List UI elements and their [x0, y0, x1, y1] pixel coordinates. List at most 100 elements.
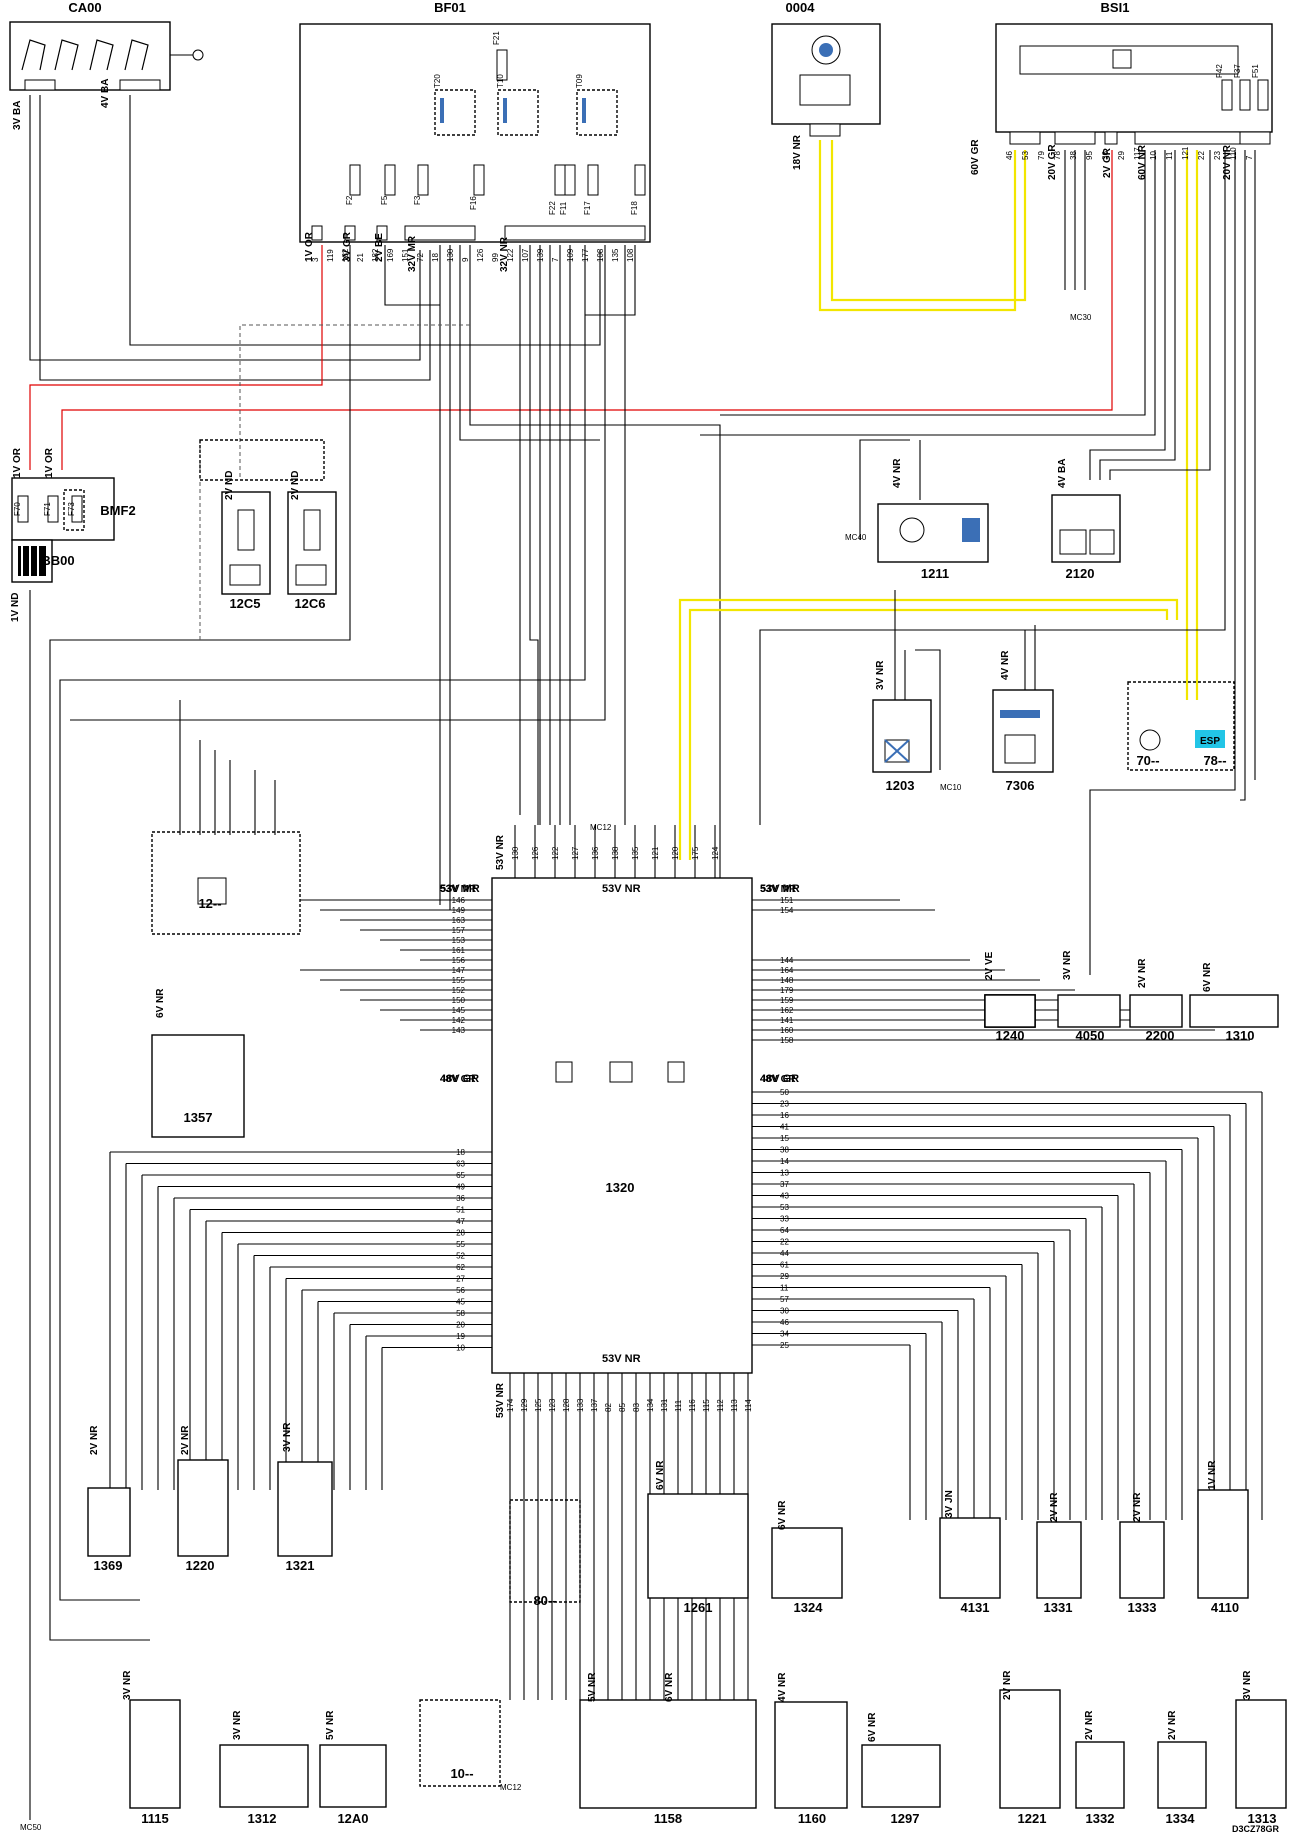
component-box-1313[interactable]: [1235, 1699, 1287, 1809]
ecu-pin: 151: [780, 896, 794, 905]
component-bb00[interactable]: [11, 539, 53, 583]
component-12c5[interactable]: [221, 491, 271, 595]
fuse-label: F37: [1233, 64, 1242, 78]
bsi-pin: 95: [1085, 151, 1094, 160]
wire-label: 53V NR: [495, 834, 506, 870]
ecu-pin: 62: [456, 1263, 465, 1272]
component-label: 4131: [961, 1600, 990, 1615]
component-box-1312[interactable]: [219, 1744, 309, 1808]
component-label: 1310: [1226, 1028, 1255, 1043]
ecu-pin: 130: [511, 846, 520, 860]
component-box-4050[interactable]: [1057, 994, 1121, 1028]
component-box-1332[interactable]: [1075, 1741, 1125, 1809]
component-label: 0004: [786, 0, 816, 15]
ecu-pin: 23: [780, 1100, 789, 1109]
wire-label: 2V NR: [1132, 1492, 1143, 1522]
ecu-right-top-label: 53V MR: [760, 883, 800, 895]
component-box-1310[interactable]: [1189, 994, 1279, 1028]
component-12c6[interactable]: [287, 491, 337, 595]
fuse-label: F5: [380, 195, 389, 205]
bf01-pin: 177: [581, 248, 590, 262]
ecu-pin: 127: [571, 846, 580, 860]
ecu-pin: 20: [456, 1321, 465, 1330]
component-2120[interactable]: [1051, 494, 1121, 563]
wire-label: 5V NR: [587, 1672, 598, 1702]
component-box-1321[interactable]: [277, 1461, 333, 1557]
component-box-12A0[interactable]: [319, 1744, 387, 1808]
component-box-4110[interactable]: [1197, 1489, 1249, 1599]
wire-label: 53V MR: [760, 884, 797, 895]
component-box-2200[interactable]: [1129, 994, 1183, 1028]
ecu-pin: 149: [452, 906, 466, 915]
bf01-pin: 72: [416, 253, 425, 262]
ecu-pin: 163: [452, 916, 466, 925]
ecu-pin: 56: [456, 1286, 465, 1295]
component-bsi1[interactable]: [995, 23, 1273, 145]
ecu-pin: 143: [452, 1026, 466, 1035]
wire: [469, 245, 721, 980]
component-box-10[interactable]: [419, 1699, 501, 1787]
wire-label: 2V ND: [224, 471, 235, 500]
component-box-1160[interactable]: [774, 1701, 848, 1809]
component-box-80[interactable]: [509, 1499, 581, 1603]
wire-label: 60V NR: [1137, 144, 1148, 180]
component-70-78-group[interactable]: [1127, 681, 1235, 771]
component-7306[interactable]: [992, 689, 1054, 773]
component-box-1297[interactable]: [861, 1744, 941, 1808]
component-bmf2[interactable]: [11, 477, 115, 541]
ecu-pin: 125: [534, 1398, 543, 1412]
component-box-1261[interactable]: [647, 1493, 749, 1599]
component-label: BMF2: [100, 503, 135, 518]
bf01-pin: 182: [371, 248, 380, 262]
component-label: 1297: [891, 1811, 920, 1826]
ecu-pin: 57: [780, 1295, 789, 1304]
component-label: 1332: [1086, 1811, 1115, 1826]
component-box-1331[interactable]: [1036, 1521, 1082, 1599]
bf01-pin: 151: [401, 248, 410, 262]
wire-label: 3V NR: [122, 1670, 133, 1700]
component-box-4131[interactable]: [939, 1517, 1001, 1599]
component-box-1158[interactable]: [579, 1699, 757, 1809]
component-box-1369[interactable]: [87, 1487, 131, 1557]
component-label: 12C6: [294, 596, 325, 611]
ecu-pin: 155: [452, 976, 466, 985]
wire-label: 6V NR: [155, 988, 166, 1018]
component-box-1333[interactable]: [1119, 1521, 1165, 1599]
wire-label: 3V NR: [875, 660, 886, 690]
component-label: 1160: [798, 1811, 826, 1826]
bsi-pin: 121: [1181, 146, 1190, 160]
component-box-1324[interactable]: [771, 1527, 843, 1599]
component-label: CA00: [68, 0, 101, 15]
wire-label: 2V NR: [1084, 1710, 1095, 1740]
component-1320[interactable]: [491, 877, 753, 1374]
svg-text:ESP: ESP: [1200, 736, 1220, 747]
component-label: 1320: [606, 1180, 635, 1195]
component-box-1220[interactable]: [177, 1459, 229, 1557]
wire-label: 3V NR: [232, 1710, 243, 1740]
wire: [1089, 150, 1236, 975]
wire-label: 6V NR: [664, 1672, 675, 1702]
wire-label: 60V GR: [970, 139, 981, 175]
wire-yel: [830, 140, 1027, 302]
component-box-1240[interactable]: [984, 994, 1036, 1028]
component-box-1221[interactable]: [999, 1689, 1061, 1809]
ecu-pin: 11: [780, 1284, 789, 1293]
ecu-pin: 43: [780, 1192, 789, 1201]
wire-label: 3V BA: [12, 101, 23, 130]
component-box-1334[interactable]: [1157, 1741, 1207, 1809]
component-box-1115[interactable]: [129, 1699, 181, 1809]
component-box-1357[interactable]: [151, 1034, 245, 1138]
wire: [59, 245, 586, 1601]
ecu-pin: 141: [780, 1016, 794, 1025]
component-1203[interactable]: [872, 699, 932, 773]
component-label: 1333: [1128, 1600, 1157, 1615]
ecu-pin: 157: [452, 926, 466, 935]
ecu-pin: 112: [716, 1399, 725, 1412]
component-0004[interactable]: [771, 23, 881, 137]
wire-label: 3V GR: [342, 231, 353, 262]
component-bf01[interactable]: [299, 23, 651, 243]
ecu-pin: 33: [780, 1215, 789, 1224]
component-ca00[interactable]: [9, 21, 204, 91]
wire: [529, 245, 539, 825]
component-1211[interactable]: [877, 503, 989, 563]
